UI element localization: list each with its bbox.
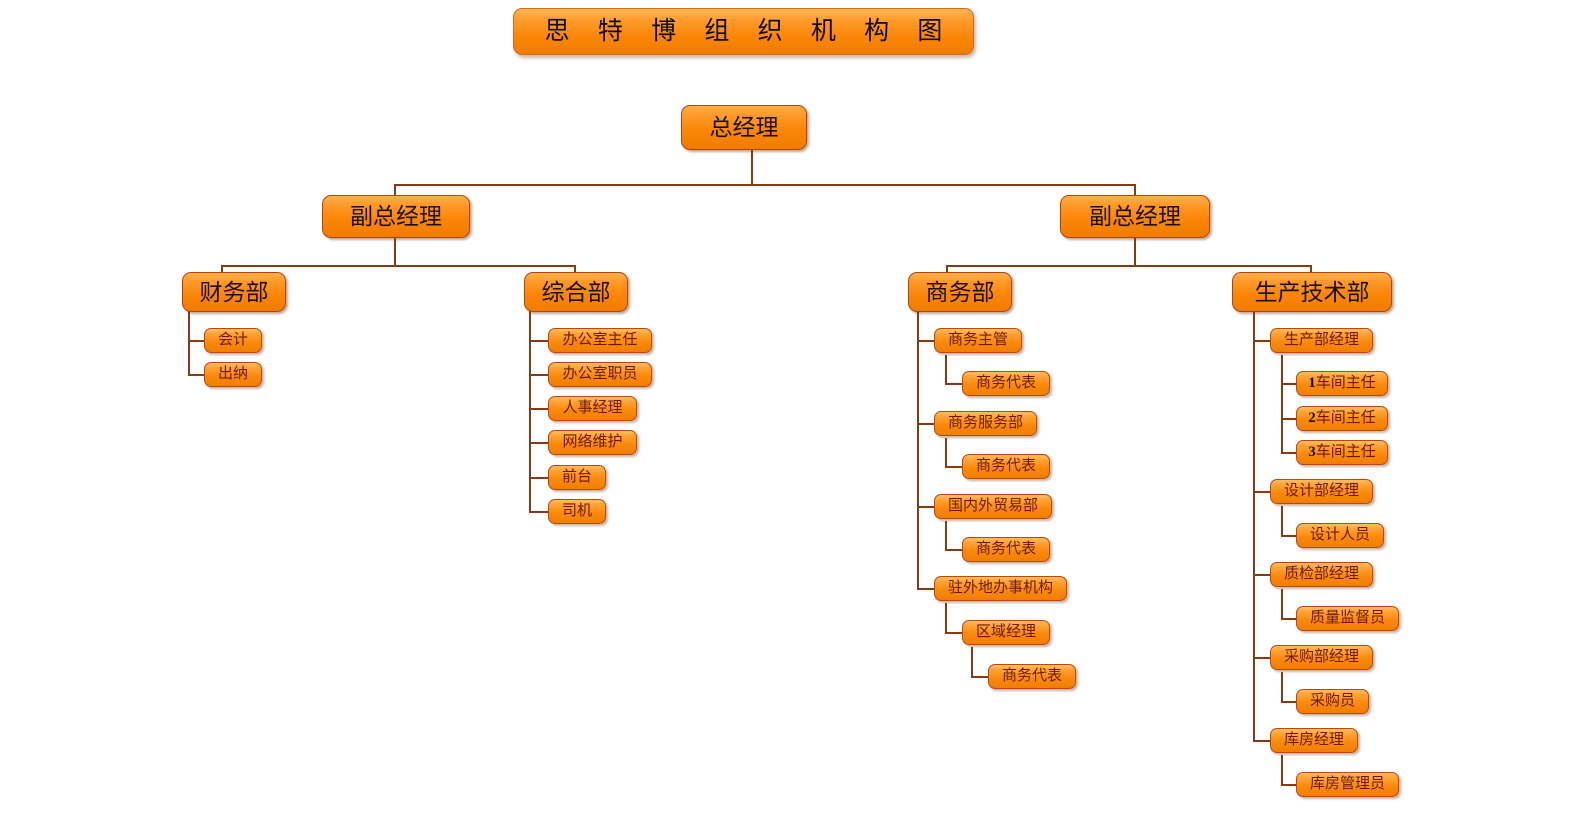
node-network-maintenance[interactable]: 网络维护 [548,430,637,455]
connector-prod-drop [1310,265,1312,277]
chart-title-banner: 思 特 博 组 织 机 构 图 [513,8,974,55]
workshop-number-2: 2 [1308,410,1316,426]
connector-gm-drop [751,150,753,185]
connector-gen-drop [574,265,576,277]
connector-prod-spine [1253,311,1255,740]
node-regional-manager[interactable]: 区域经理 [962,620,1050,645]
connector-prod-stub-4 [1253,657,1271,659]
node-deputy-general-manager-2[interactable]: 副总经理 [1060,195,1210,238]
connector-dgm2-bus [946,265,1310,267]
connector-dgm1-bus [221,265,576,267]
connector-bizmgr-spine [945,355,947,383]
connector-fin-spine [188,311,190,375]
connector-trade-stub [945,549,963,551]
connector-prodmgr-stub-1 [1281,383,1299,385]
connector-qcmgr-spine [1281,589,1283,618]
connector-fin-drop [221,265,223,277]
connector-branch-spine [945,603,947,632]
connector-dgm1-down [394,238,396,266]
connector-biz-stub-2 [917,423,935,425]
connector-gen-stub-6 [529,511,549,513]
connector-prod-stub-1 [1253,340,1271,342]
node-business-rep-1[interactable]: 商务代表 [962,371,1050,396]
workshop-number-1: 1 [1308,375,1316,391]
node-overseas-branch-office[interactable]: 驻外地办事机构 [934,576,1067,601]
node-business-department[interactable]: 商务部 [908,272,1012,312]
connector-biz-stub-1 [917,340,935,342]
node-domestic-foreign-trade-dept[interactable]: 国内外贸易部 [934,494,1052,519]
connector-region-stub [971,676,989,678]
node-driver[interactable]: 司机 [548,499,606,524]
connector-desmgr-stub [1281,535,1299,537]
node-office-clerk[interactable]: 办公室职员 [548,362,652,387]
connector-gen-stub-5 [529,477,549,479]
node-general-affairs-department[interactable]: 综合部 [524,272,628,312]
node-reception[interactable]: 前台 [548,465,606,490]
node-design-manager[interactable]: 设计部经理 [1270,479,1373,504]
connector-biz-spine [917,311,919,589]
connector-prod-stub-5 [1253,740,1271,742]
connector-branch-stub [945,632,963,634]
node-hr-manager[interactable]: 人事经理 [548,396,637,421]
connector-gen-stub-4 [529,442,549,444]
connector-gen-spine [529,311,531,512]
connector-bizmgr-stub [945,383,963,385]
node-business-service-dept[interactable]: 商务服务部 [934,411,1037,436]
connector-purmgr-spine [1281,672,1283,701]
connector-biz-stub-3 [917,506,935,508]
connector-prod-stub-2 [1253,491,1271,493]
node-purchasing-manager[interactable]: 采购部经理 [1270,645,1373,670]
connector-dgm1-drop [394,184,396,196]
connector-qcmgr-stub [1281,618,1299,620]
node-finance-department[interactable]: 财务部 [182,272,286,312]
connector-whmgr-stub [1281,784,1299,786]
node-warehouse-manager[interactable]: 库房经理 [1270,728,1358,753]
connector-fin-stub-1 [188,340,205,342]
page-title: 思 特 博 组 织 机 构 图 [544,18,954,45]
connector-bizsvc-spine [945,438,947,466]
node-cashier[interactable]: 出纳 [204,362,262,387]
connector-bizsvc-stub [945,466,963,468]
node-business-supervisor[interactable]: 商务主管 [934,328,1022,353]
connector-gm-bus [394,184,1136,186]
node-production-technology-department[interactable]: 生产技术部 [1232,272,1392,312]
node-office-director[interactable]: 办公室主任 [548,328,652,353]
node-quality-inspector[interactable]: 质量监督员 [1296,606,1399,631]
connector-desmgr-spine [1281,506,1283,535]
node-designer[interactable]: 设计人员 [1296,523,1384,548]
connector-trade-spine [945,521,947,549]
connector-fin-stub-2 [188,374,205,376]
connector-biz-stub-4 [917,588,935,590]
node-accountant[interactable]: 会计 [204,328,262,353]
workshop-number-3: 3 [1308,444,1316,460]
node-business-rep-2[interactable]: 商务代表 [962,454,1050,479]
connector-whmgr-spine [1281,755,1283,784]
connector-dgm2-drop [1134,184,1136,196]
connector-prodmgr-spine [1281,355,1283,453]
connector-dgm2-down [1134,238,1136,266]
node-quality-control-manager[interactable]: 质检部经理 [1270,562,1373,587]
connector-gen-stub-1 [529,340,549,342]
connector-biz-drop [946,265,948,277]
node-business-rep-3[interactable]: 商务代表 [962,537,1050,562]
connector-prodmgr-stub-2 [1281,418,1299,420]
node-deputy-general-manager-1[interactable]: 副总经理 [322,195,470,238]
node-general-manager[interactable]: 总经理 [681,105,807,150]
connector-prodmgr-stub-3 [1281,452,1299,454]
connector-purmgr-stub [1281,701,1299,703]
node-purchaser[interactable]: 采购员 [1296,689,1369,714]
node-production-manager[interactable]: 生产部经理 [1270,328,1373,353]
node-warehouse-keeper[interactable]: 库房管理员 [1296,772,1399,797]
connector-region-spine [971,647,973,676]
connector-prod-stub-3 [1253,574,1271,576]
connector-gen-stub-3 [529,408,549,410]
node-business-rep-4[interactable]: 商务代表 [988,664,1076,689]
connector-gen-stub-2 [529,374,549,376]
